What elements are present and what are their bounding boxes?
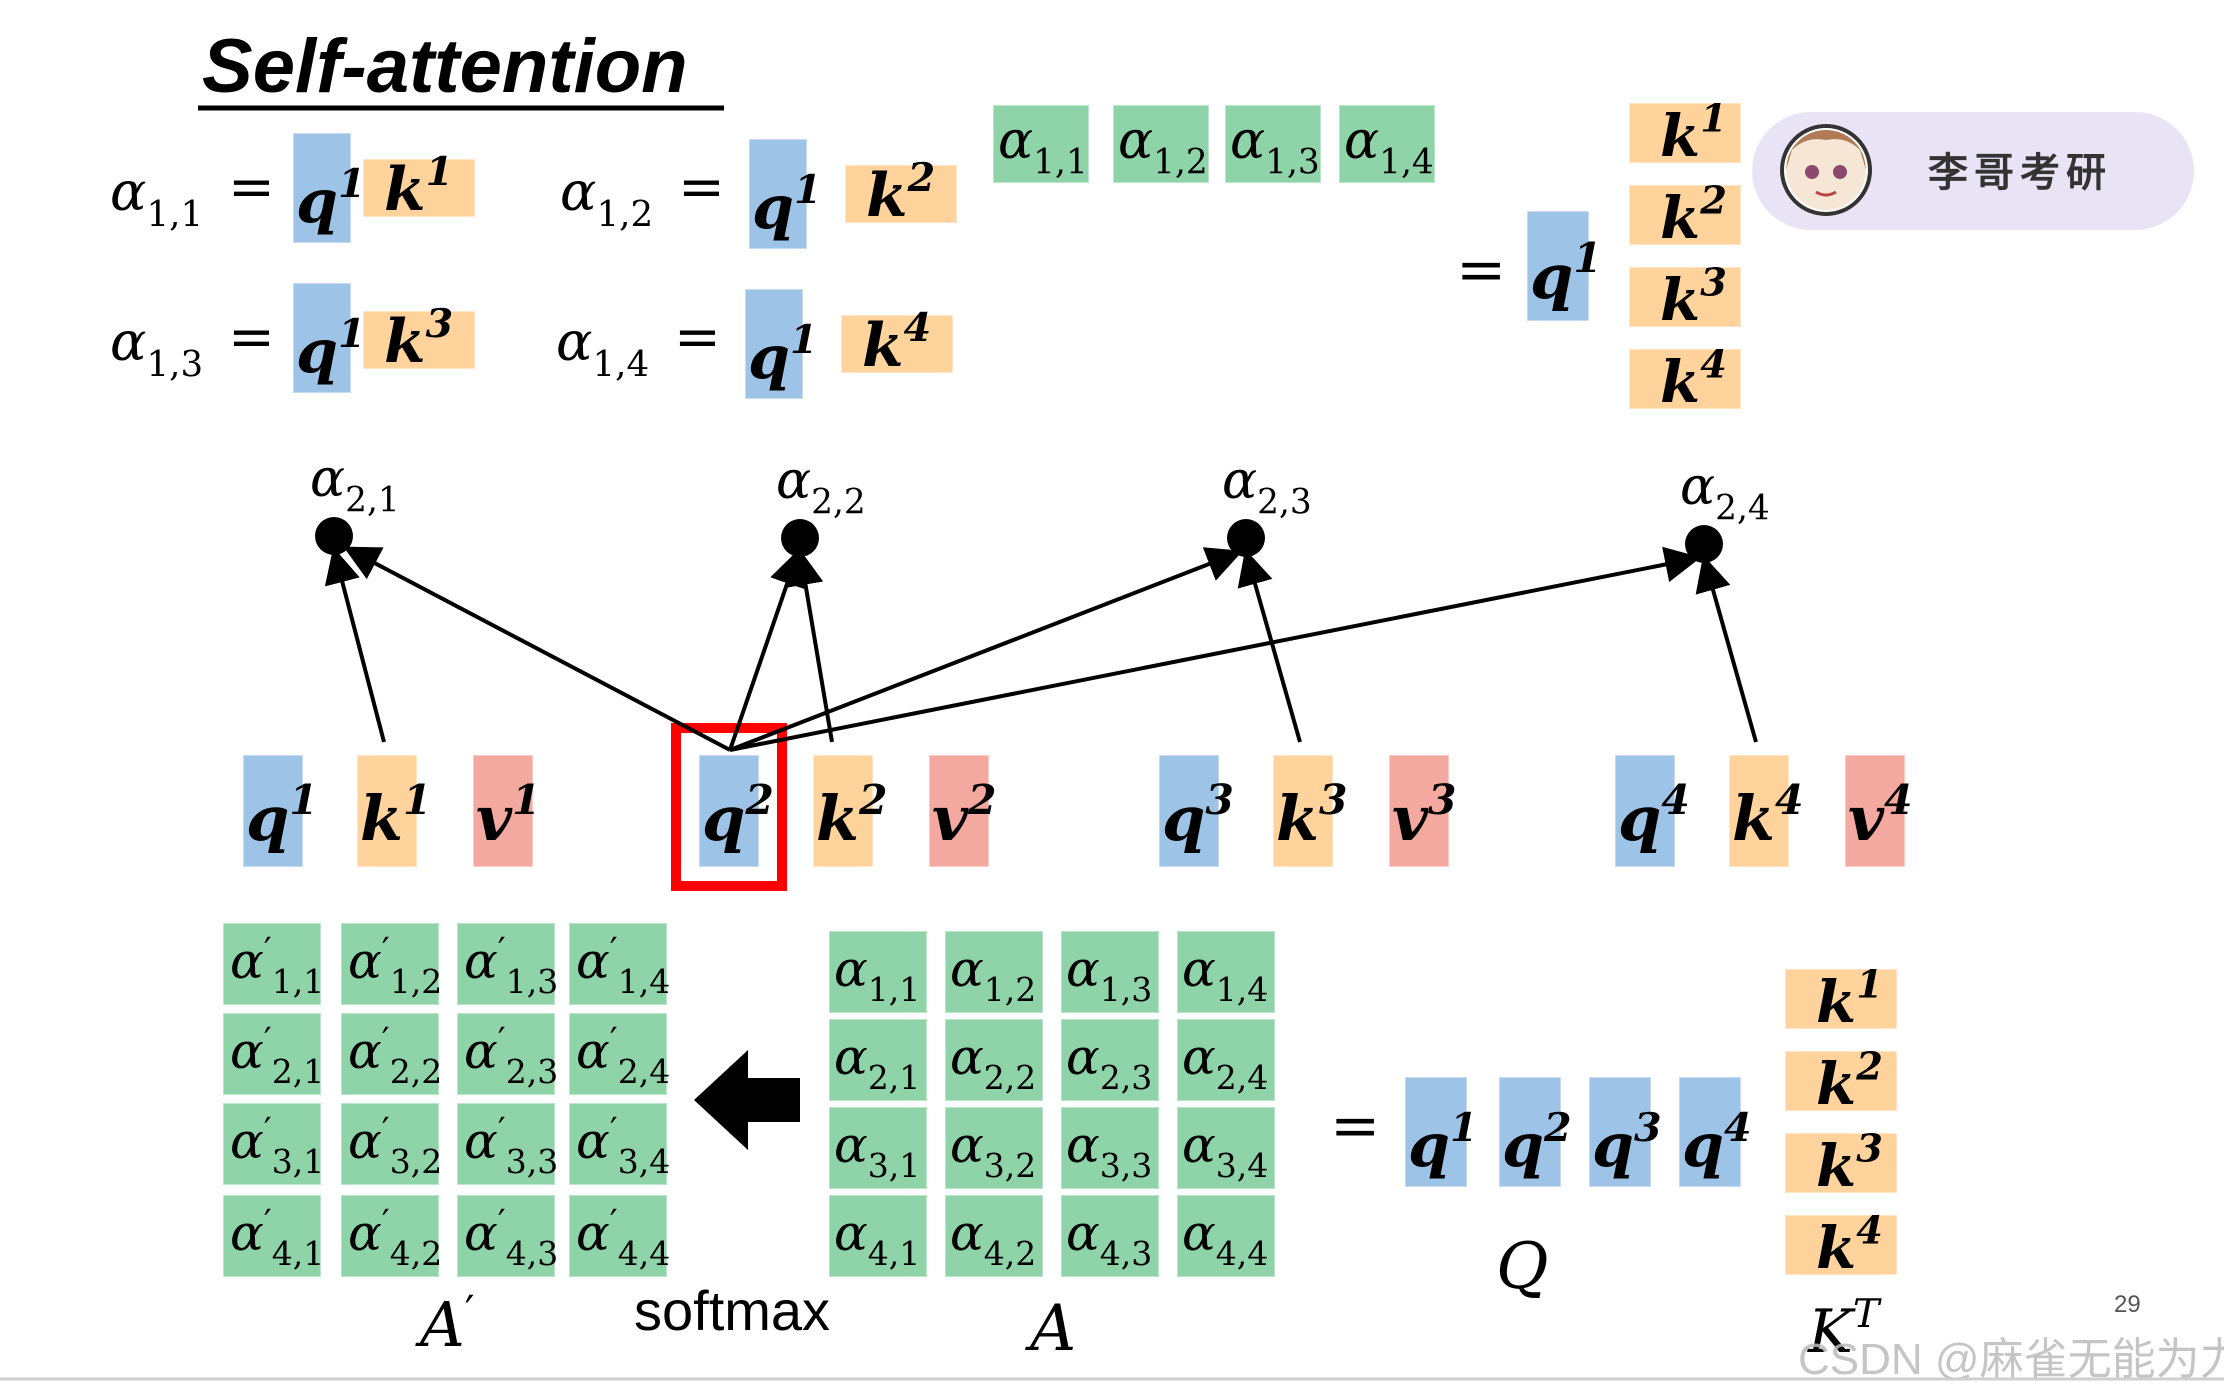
qkv-group: q1k1v1 [244,756,541,866]
attention-node [781,519,819,557]
query-label: q2 [702,776,774,855]
attention-node [1685,525,1723,563]
a-prime-label: A′ [415,1287,475,1361]
alpha-label: α1,1 [110,160,203,235]
node-label: α2,3 [1222,451,1312,523]
key-label: k1 [360,776,431,855]
query-arrow [730,558,1698,750]
alpha-label: α1,3 [110,310,203,385]
node-label: α2,4 [1680,457,1770,529]
attention-graph: α2,1α2,2α2,3α2,4q1k1v1q2k2v2q3k3v3q4k4v4 [244,449,1913,886]
alpha-label: α1,2 [560,160,653,235]
key-arrow [334,550,384,742]
slide-title: Self-attention [202,24,688,109]
query-label: q4 [1618,776,1690,855]
node-label: α2,1 [310,449,400,521]
query-label: q4 [1682,1105,1752,1181]
key-label: k3 [1276,776,1347,855]
key-label: k2 [816,776,887,855]
qkv-group: q4k4v4 [1616,756,1913,866]
attention-node [315,517,353,555]
page-number: 29 [2114,1291,2141,1318]
equals-sign: = [228,155,275,220]
key-label: k4 [1732,776,1803,855]
query-label: q3 [1162,776,1234,855]
attention-node [1227,519,1265,557]
qkv-group: q2k2v2 [676,728,997,886]
score-equation: α1,2=q1k2 [560,140,956,248]
query-label: q2 [1502,1105,1572,1181]
score-equation: α1,3=q1k3 [110,284,474,392]
node-label: α2,2 [776,451,866,523]
equals-sign: = [674,305,721,370]
query-label: q1 [1408,1105,1478,1181]
watermark: CSDN @麻雀无能为力 [1798,1335,2224,1384]
left-arrow-icon [694,1050,800,1150]
brand-badge: 李哥考研 [1752,112,2194,230]
query-label: q3 [1592,1105,1662,1181]
query-label: q1 [1530,234,1602,313]
query-label: q1 [296,311,366,387]
equals-sign: = [228,305,275,370]
equals-sign: = [1330,1091,1380,1161]
softmax-label: softmax [634,1279,830,1342]
q-label: Q [1496,1230,1548,1304]
key-arrow [1704,558,1756,742]
query-label: q1 [752,167,822,243]
query-arrow [730,552,798,750]
query-label: q1 [246,776,318,855]
equals-sign: = [678,155,725,220]
brand-label: 李哥考研 [1928,151,2112,195]
query-label: q1 [296,161,366,237]
query-arrow [346,548,730,750]
equals-sign: = [1456,235,1506,305]
a-label: A [1025,1292,1076,1366]
query-label: q1 [748,317,818,393]
alpha-label: α1,4 [556,310,649,385]
